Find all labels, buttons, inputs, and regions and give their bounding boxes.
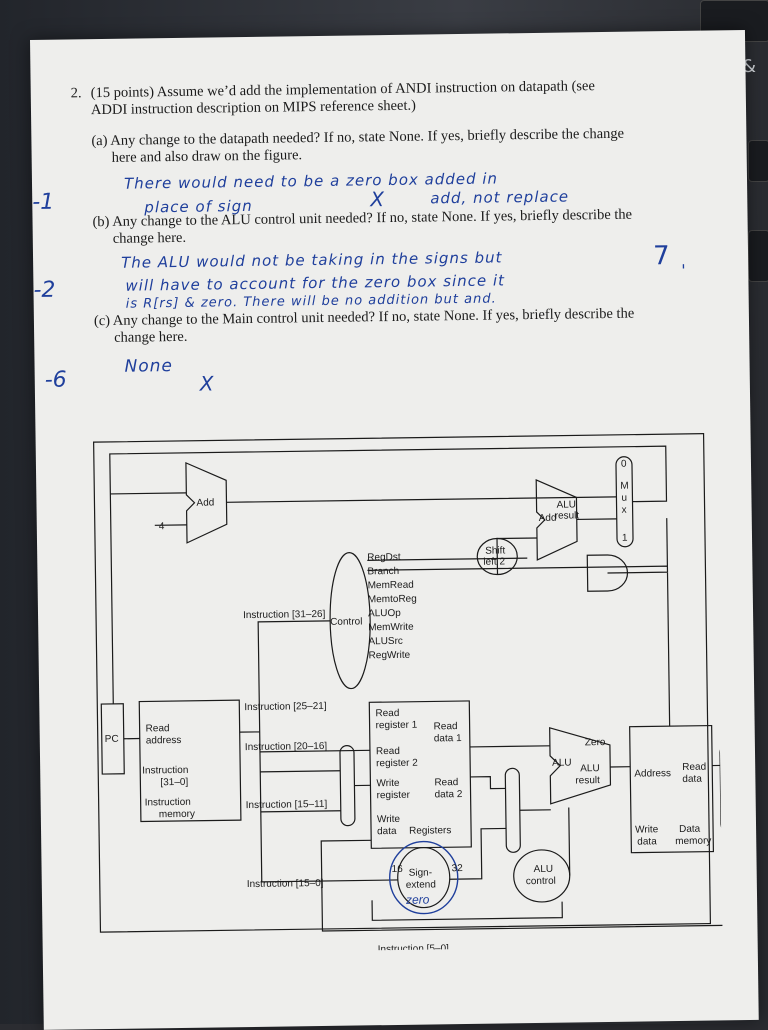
alu-control-a: ALU (534, 864, 554, 875)
mux-top-u: u (621, 493, 627, 504)
data-mem-b: memory (675, 836, 711, 848)
read-data1-b: data 1 (434, 733, 462, 744)
address-label: Address (634, 768, 671, 780)
registers-label: Registers (409, 825, 451, 837)
memtoreg-mux-shape (719, 744, 723, 832)
instr-25-21: Instruction [25–21] (244, 701, 327, 713)
instr-31-26: Instruction [31–26] (243, 609, 326, 621)
add-label-2: Add (539, 513, 557, 524)
four-label: 4 (159, 521, 165, 532)
write-reg-a: Write (376, 778, 400, 789)
answer-a-correction: add, not replace (430, 187, 570, 208)
read-data2-a: Read (434, 777, 458, 788)
read-data2-b: data 2 (435, 789, 463, 800)
alusrc-mux-shape (504, 767, 521, 853)
read-data-b: data (682, 774, 702, 785)
part-a-prompt-line1: (a) Any change to the datapath needed? I… (91, 125, 625, 150)
read-data1-a: Read (434, 721, 458, 732)
instr-5-0: Instruction [5–0] (378, 943, 450, 954)
control-signal-regwrite: RegWrite (369, 650, 411, 662)
data-memory-shape (629, 724, 715, 854)
grader-tick-mark: ' (681, 260, 686, 280)
alu-result-bottom: result (555, 510, 580, 521)
sign-extend-a: Sign- (409, 867, 433, 878)
keyboard-key (748, 140, 768, 182)
data-mem-a: Data (679, 824, 701, 835)
regdst-mux-shape (339, 745, 356, 827)
instruction-memory-shape (138, 699, 242, 823)
control-signal-alusrc: ALUSrc (368, 636, 403, 647)
pc-label: PC (105, 734, 119, 745)
score-part-a: -1 (32, 189, 55, 215)
write-data-reg-b: data (377, 826, 397, 837)
hand-zero-note: zero (405, 893, 430, 907)
grader-x-mark-c: X (199, 371, 214, 396)
mux-top-0: 0 (621, 459, 627, 470)
hand-circle-sign-extend (389, 840, 459, 915)
zero-label: Zero (585, 737, 606, 748)
write-data-a: Write (635, 824, 659, 835)
shift-label-top: Shift (485, 545, 505, 556)
and-gate-shape (586, 554, 629, 592)
pc-adder-shape (185, 461, 228, 544)
read-reg2-b: register 2 (376, 758, 418, 770)
alu-res-b: result (575, 775, 600, 786)
grader-bracket-mark: 7 (652, 241, 670, 272)
control-signal-branch: Branch (367, 566, 399, 577)
instr-15-0: Instruction [15–0] (247, 878, 324, 890)
read-data-a: Read (682, 762, 706, 773)
shift-label-bottom: left 2 (483, 556, 505, 567)
answer-b-line1: The ALU would not be taking in the signs… (120, 248, 503, 272)
mips-datapath-diagram: Add 4 Add ALU result Shift left 2 0 M u … (93, 433, 723, 954)
write-data-reg-a: Write (377, 814, 401, 825)
mux-top-m: M (620, 481, 628, 492)
imem-name-2: memory (159, 809, 195, 821)
control-signal-regdst: RegDst (367, 552, 401, 563)
read-address-1: Read (146, 723, 170, 734)
read-reg1-b: register 1 (376, 720, 418, 732)
read-reg1-a: Read (375, 708, 399, 719)
score-part-b: -2 (33, 277, 56, 303)
part-b-prompt-line2: change here. (112, 229, 187, 247)
alu-shape (549, 727, 612, 805)
grader-x-mark: X (370, 187, 385, 212)
control-label: Control (330, 616, 362, 627)
alu-res-a: ALU (580, 763, 600, 774)
score-part-c: -6 (44, 367, 67, 393)
read-address-2: address (146, 735, 182, 746)
bits-32: 32 (452, 863, 464, 874)
instr-15-11: Instruction [15–11] (246, 799, 328, 811)
read-reg2-a: Read (376, 746, 400, 757)
worksheet-page: 2. (15 points) Assume we’d add the imple… (30, 30, 759, 1030)
answer-c: None (124, 356, 174, 377)
mux-top-1: 1 (622, 533, 628, 544)
sign-extend-shape (397, 846, 451, 909)
imem-bits: [31–0] (160, 777, 188, 788)
control-signal-memread: MemRead (368, 580, 414, 592)
alu-control-b: control (526, 876, 556, 887)
sign-extend-b: extend (406, 879, 436, 890)
diagram-frame (93, 433, 712, 933)
write-data-b: data (637, 836, 657, 847)
instr-20-16: Instruction [20–16] (245, 741, 328, 753)
alu-result-top: ALU (556, 499, 576, 510)
control-signal-memtoreg: MemtoReg (368, 594, 417, 606)
alu-label: ALU (552, 758, 572, 769)
add-label-1: Add (196, 497, 214, 508)
question-number: 2. (70, 85, 82, 102)
part-c-prompt-line2: change here. (114, 328, 188, 346)
mux-top-x: x (622, 505, 627, 516)
part-a-prompt-line2: here and also draw on the figure. (111, 147, 303, 166)
control-signal-aluop: ALUOp (368, 608, 401, 619)
imem-instruction: Instruction (142, 765, 188, 777)
write-reg-b: register (377, 790, 411, 801)
bits-16: 16 (392, 864, 404, 875)
question-text-line2: ADDI instruction description on MIPS ref… (90, 97, 417, 119)
branch-adder-shape (535, 479, 578, 561)
control-signal-memwrite: MemWrite (368, 622, 414, 634)
keyboard-key (748, 230, 768, 282)
imem-name-1: Instruction (145, 797, 191, 809)
